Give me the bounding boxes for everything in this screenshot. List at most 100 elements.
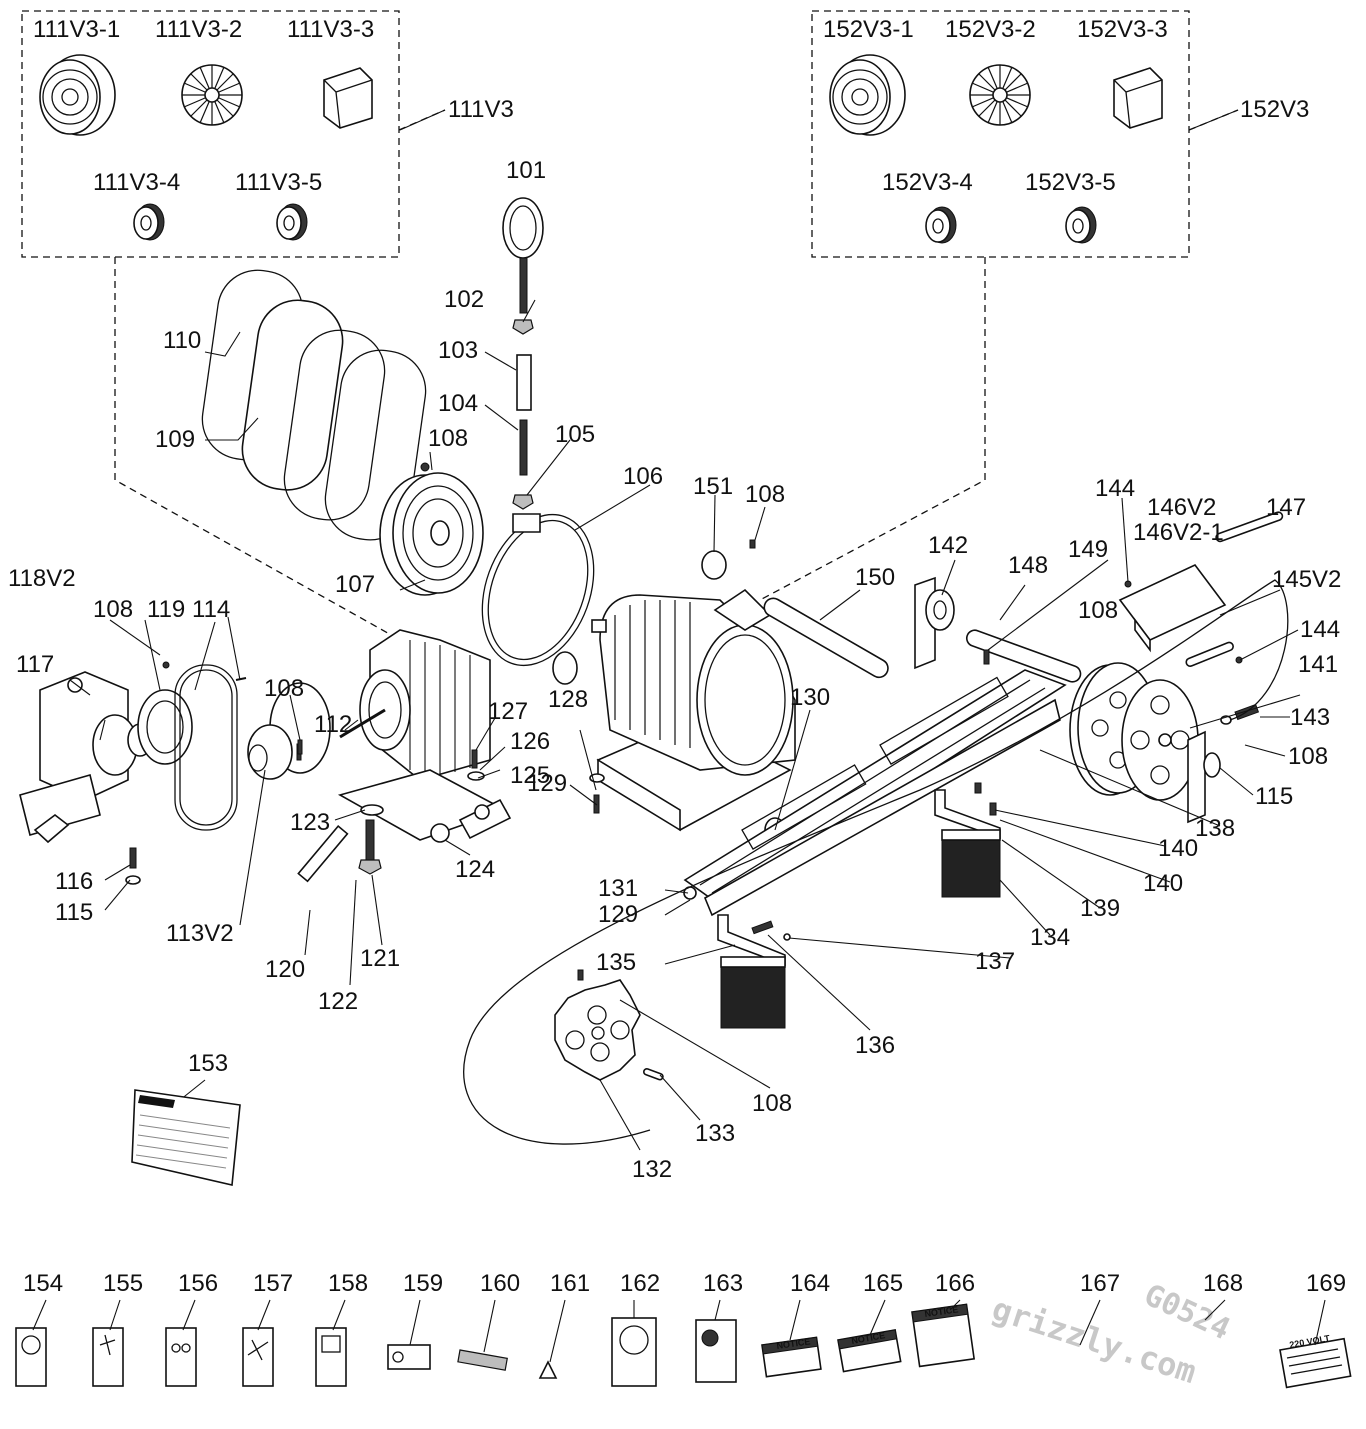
label-147: 147 [1266, 494, 1306, 521]
label-115-left: 115 [55, 899, 93, 926]
label-151: 151 [693, 473, 733, 500]
label-157: 157 [253, 1270, 293, 1297]
coupling-icon [247, 682, 331, 780]
label-168: 168 [1203, 1270, 1243, 1297]
label-152v3-2: 152V3-2 [945, 16, 1036, 43]
label-134: 134 [1030, 924, 1070, 951]
label-104: 104 [438, 390, 478, 417]
label-117: 117 [16, 651, 54, 678]
label-167: 167 [1080, 1270, 1120, 1297]
notice-decal-icon: NOTICE [837, 1299, 902, 1373]
label-139: 139 [1080, 895, 1120, 922]
label-153: 153 [188, 1050, 228, 1077]
label-162: 162 [620, 1270, 660, 1297]
brush-assembly-icon [717, 782, 1001, 1029]
label-115-right: 115 [1255, 783, 1293, 810]
label-132: 132 [632, 1156, 672, 1183]
junction-box-icon [1113, 67, 1163, 129]
fan-impeller-icon [181, 64, 243, 126]
frame-rail-icon [683, 669, 1067, 917]
label-114: 114 [192, 596, 230, 623]
label-103: 103 [438, 337, 478, 364]
label-169: 169 [1306, 1270, 1346, 1297]
label-140-b: 140 [1143, 870, 1183, 897]
kit-111-connector [114, 257, 419, 651]
svg-text:NOTICE: NOTICE [924, 1304, 959, 1319]
v-belts-icon [201, 269, 427, 541]
machine-id-label-icon [131, 1089, 241, 1186]
label-110: 110 [163, 327, 201, 354]
label-129-frame: 129 [598, 901, 638, 928]
large-motor-icon [552, 588, 796, 843]
sprocket-wheel-icon [554, 969, 664, 1081]
hand-hazard-decal-icon [242, 1299, 274, 1387]
label-123: 123 [290, 809, 330, 836]
label-152v3-5: 152V3-5 [1025, 169, 1116, 196]
tension-eye-bolt-icon [502, 197, 544, 533]
fan-cover-icon [39, 54, 116, 136]
label-158: 158 [328, 1270, 368, 1297]
junction-box-icon [323, 67, 373, 129]
label-111v3-4: 111V3-4 [93, 169, 180, 196]
label-109: 109 [155, 426, 195, 453]
label-121: 121 [360, 945, 400, 972]
label-127: 127 [488, 698, 528, 725]
label-152v3-3: 152V3-3 [1077, 16, 1168, 43]
bearing-icon [1065, 206, 1097, 244]
label-152v3-1: 152V3-1 [823, 16, 914, 43]
label-166: 166 [935, 1270, 975, 1297]
bearing-icon [276, 203, 308, 241]
part-number-labels: 111V3-1 111V3-2 111V3-3 111V3 111V3-4 11… [8, 16, 1346, 1297]
label-113v2: 113V2 [166, 920, 234, 947]
label-133: 133 [695, 1120, 735, 1147]
label-144-right: 144 [1300, 616, 1340, 643]
label-111v3-2: 111V3-2 [155, 16, 242, 43]
fan-impeller-icon [969, 64, 1031, 126]
label-148: 148 [1008, 552, 1048, 579]
gearbox-icon [19, 661, 193, 844]
label-159: 159 [403, 1270, 443, 1297]
label-152v3-4: 152V3-4 [882, 169, 973, 196]
label-106: 106 [623, 463, 663, 490]
kit-152-connector [759, 257, 986, 601]
label-144-top: 144 [1095, 475, 1135, 502]
label-108-shaft: 108 [745, 481, 785, 508]
label-111v3-5: 111V3-5 [235, 169, 322, 196]
notice-decal-icon: NOTICE [761, 1299, 822, 1378]
label-142: 142 [928, 532, 968, 559]
warning-triangle-icon [538, 1299, 566, 1379]
label-160: 160 [480, 1270, 520, 1297]
label-119: 119 [147, 596, 185, 623]
notice-decal-icon: NOTICE [911, 1299, 976, 1368]
bearing-icon [133, 203, 165, 241]
label-108-gearbox: 108 [93, 596, 133, 623]
read-manual-decal-icon [315, 1299, 347, 1387]
label-122: 122 [318, 988, 358, 1015]
label-145v2: 145V2 [1272, 566, 1341, 593]
fan-cover-icon [829, 54, 906, 136]
label-108-pulley: 108 [1078, 597, 1118, 624]
label-141: 141 [1298, 651, 1338, 678]
idler-pulley-icon [1069, 662, 1260, 824]
label-136: 136 [855, 1032, 895, 1059]
label-152v3: 152V3 [1240, 96, 1309, 123]
label-108-coupling: 108 [264, 675, 304, 702]
label-129-motor: 129 [527, 770, 567, 797]
leader-lines [69, 109, 1301, 1151]
label-138: 138 [1195, 815, 1235, 842]
voltage-decal-icon: 220 VOLT [1279, 1299, 1352, 1389]
warning-decal-icon [15, 1299, 47, 1387]
label-130: 130 [790, 684, 830, 711]
label-128: 128 [548, 686, 588, 713]
gearbox-belt-icon [174, 664, 247, 831]
label-131: 131 [598, 875, 638, 902]
label-126: 126 [510, 728, 550, 755]
label-146v2: 146V2 [1147, 494, 1216, 521]
small-motor-icon [337, 629, 512, 843]
label-107: 107 [335, 571, 375, 598]
label-154: 154 [23, 1270, 63, 1297]
label-163: 163 [703, 1270, 743, 1297]
label-102: 102 [444, 286, 484, 313]
label-125: 125 [510, 762, 550, 789]
